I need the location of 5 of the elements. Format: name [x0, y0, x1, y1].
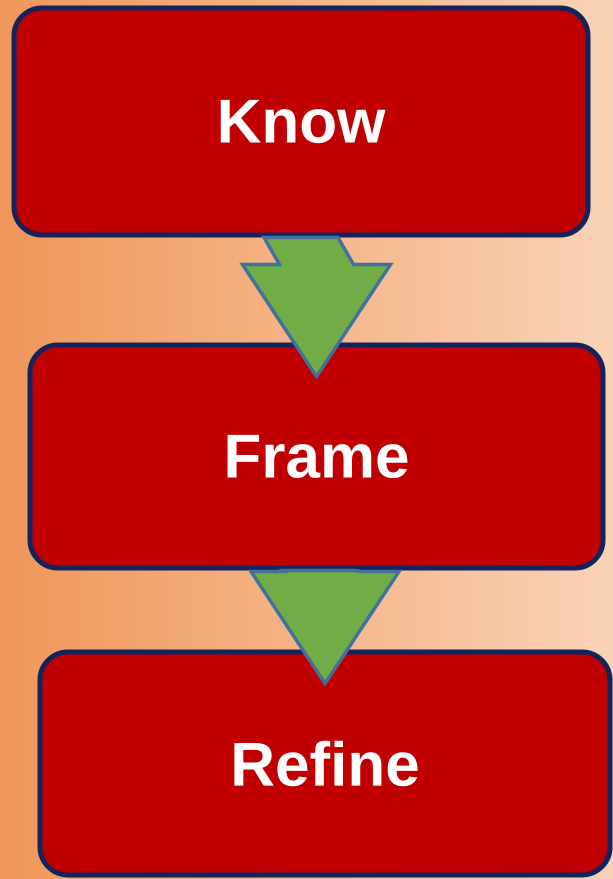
process-box: Refine	[38, 650, 612, 878]
block-arrow	[239, 236, 394, 380]
block-arrow	[248, 568, 402, 687]
process-box: Frame	[28, 342, 606, 570]
process-box: Know	[12, 6, 590, 238]
